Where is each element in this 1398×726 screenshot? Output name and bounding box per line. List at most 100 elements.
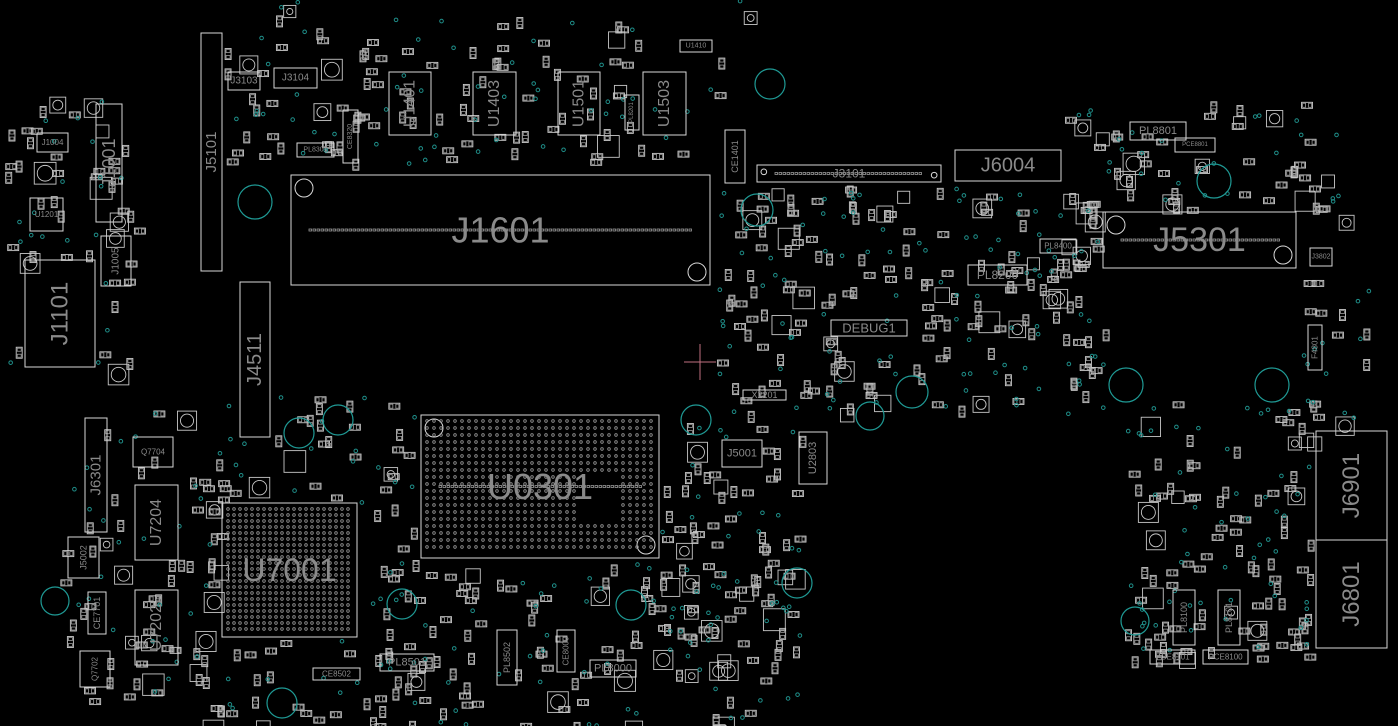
- component-u1401[interactable]: U1401: [388, 71, 432, 136]
- component-j3802[interactable]: J3802: [1309, 247, 1333, 267]
- via: [1106, 168, 1112, 174]
- via: [533, 603, 539, 609]
- small-component: [1074, 119, 1092, 137]
- small-component: [5, 163, 18, 171]
- small-component: [1145, 638, 1153, 651]
- component-j5301[interactable]: J5301: [1102, 211, 1297, 269]
- component-pl8000[interactable]: PL8000: [589, 659, 637, 678]
- component-u2803[interactable]: U2803: [798, 431, 828, 485]
- component-outline: [379, 653, 435, 672]
- small-component: [336, 141, 344, 154]
- component-j3104[interactable]: J3104: [273, 67, 318, 89]
- component-j5001[interactable]: J5001: [721, 439, 763, 468]
- mounting-hole: [1196, 163, 1232, 199]
- small-component: [461, 140, 474, 148]
- component-u7204[interactable]: U7204: [134, 484, 179, 561]
- small-component: [511, 148, 519, 161]
- small-component: [687, 606, 699, 614]
- via: [720, 323, 726, 329]
- component-q7704[interactable]: Q7704: [132, 436, 174, 468]
- component-j4511[interactable]: J4511: [239, 281, 271, 438]
- component-pce8101[interactable]: PCE8101: [1149, 649, 1196, 665]
- component-j6801[interactable]: J6801: [1315, 539, 1388, 649]
- component-u1403[interactable]: U1403: [472, 71, 517, 136]
- component-ce1401[interactable]: CE1401: [724, 129, 746, 184]
- via: [630, 96, 635, 101]
- component-ce7701[interactable]: CE7701: [87, 591, 107, 635]
- small-component: [665, 510, 673, 523]
- small-component: [725, 591, 737, 599]
- small-component: [935, 355, 948, 363]
- small-component: [199, 478, 212, 486]
- component-f4801[interactable]: F4801: [1307, 324, 1323, 371]
- component-j3103[interactable]: J3103: [227, 71, 261, 91]
- via: [509, 60, 515, 65]
- component-debug1[interactable]: DEBUG1: [830, 319, 908, 337]
- small-component: [576, 75, 589, 83]
- component-u0301[interactable]: U0301: [420, 414, 660, 559]
- component-pce8801[interactable]: PCE8801: [1174, 137, 1216, 153]
- small-component: [403, 451, 416, 459]
- small-component: [744, 709, 757, 717]
- via: [790, 429, 796, 435]
- small-component: [331, 494, 343, 502]
- component-u1201[interactable]: U1201: [29, 197, 64, 232]
- component-outline: [756, 164, 942, 183]
- component-j5101[interactable]: J5101: [200, 32, 223, 272]
- component-pl8100[interactable]: PL8100: [1172, 589, 1196, 646]
- component-j1004[interactable]: J1004: [36, 132, 69, 153]
- via: [961, 193, 967, 198]
- via: [697, 667, 703, 672]
- component-j1101[interactable]: J1101: [24, 259, 96, 368]
- component-pl8200[interactable]: PL8200: [967, 264, 1028, 286]
- via: [1298, 625, 1304, 631]
- component-j6301[interactable]: J6301: [84, 417, 108, 533]
- small-component: [834, 350, 842, 363]
- via: [963, 388, 969, 393]
- component-q7702[interactable]: Q7702: [79, 650, 111, 688]
- component-pl8801[interactable]: PL8801: [1129, 121, 1187, 141]
- component-j1005[interactable]: J1005: [100, 235, 132, 287]
- via: [399, 592, 405, 597]
- component-j1601[interactable]: J1601: [290, 174, 711, 286]
- via: [230, 705, 235, 711]
- component-u7202[interactable]: U7202: [134, 589, 179, 666]
- small-component: [943, 319, 951, 332]
- small-component: [1167, 482, 1175, 495]
- component-u1501[interactable]: U1501: [557, 71, 601, 136]
- via: [1286, 408, 1292, 414]
- component-ce8502[interactable]: CE8502: [312, 667, 361, 681]
- component-pl8101[interactable]: PL8101: [1217, 589, 1241, 646]
- component-pl8502[interactable]: PL8502: [496, 629, 518, 686]
- via: [152, 689, 158, 694]
- component-x2201[interactable]: X2201: [742, 389, 787, 401]
- small-component: [1007, 281, 1015, 293]
- component-ce8000[interactable]: CE8000: [556, 629, 576, 673]
- component-j5002[interactable]: J5002: [67, 536, 100, 579]
- via: [760, 510, 765, 516]
- small-component: [922, 334, 935, 342]
- via: [775, 512, 781, 518]
- via: [784, 608, 789, 614]
- component-ce8320[interactable]: CE8320: [342, 109, 359, 164]
- component-j6004[interactable]: J6004: [954, 149, 1062, 182]
- small-component: [1149, 494, 1161, 502]
- component-j3101[interactable]: J3101: [756, 164, 942, 183]
- small-component: [1275, 416, 1288, 424]
- component-u1410[interactable]: U1410: [679, 39, 713, 53]
- component-j1001[interactable]: J1001: [95, 103, 123, 223]
- small-component: [1073, 338, 1086, 346]
- component-pl8501[interactable]: PL8501: [379, 653, 435, 672]
- via: [227, 702, 233, 707]
- component-j6901[interactable]: J6901: [1315, 430, 1388, 541]
- component-pl8301[interactable]: PL8301: [296, 142, 335, 158]
- small-component: [1294, 161, 1306, 169]
- component-pce8100[interactable]: PCE8100: [1202, 649, 1249, 665]
- small-component: [280, 640, 293, 647]
- component-u1503[interactable]: U1503: [642, 71, 687, 136]
- via: [827, 349, 832, 354]
- component-pl8400[interactable]: PL8400: [1039, 238, 1077, 254]
- component-u7001[interactable]: U7001: [221, 502, 358, 638]
- component-pl8201[interactable]: PL8201: [624, 94, 640, 131]
